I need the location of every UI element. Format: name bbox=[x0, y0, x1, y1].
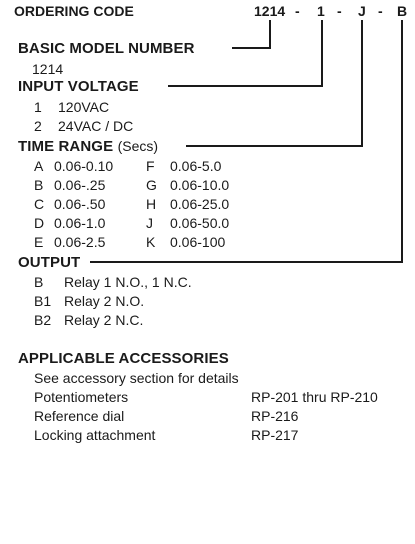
time-code: C bbox=[34, 196, 45, 212]
time-label: 0.06-0.10 bbox=[54, 158, 114, 174]
output-code: B2 bbox=[34, 312, 52, 328]
code-base-number: 1214 bbox=[254, 3, 286, 19]
accessory-part: RP-216 bbox=[251, 408, 299, 424]
time-range-heading: TIME RANGE bbox=[18, 138, 114, 155]
voltage-option-code: 2 bbox=[34, 118, 42, 134]
code-time-range: J bbox=[358, 3, 366, 19]
time-code: G bbox=[146, 177, 157, 193]
time-code: E bbox=[34, 234, 44, 250]
accessories-note: See accessory section for details bbox=[34, 370, 239, 386]
input-voltage-heading: INPUT VOLTAGE bbox=[18, 78, 139, 95]
time-code: J bbox=[146, 215, 153, 231]
time-label: 0.06-2.5 bbox=[54, 234, 106, 250]
time-label: 0.06-50.0 bbox=[170, 215, 230, 231]
code-separator: - bbox=[295, 3, 300, 19]
accessory-part: RP-201 thru RP-210 bbox=[251, 389, 378, 405]
accessories-heading: APPLICABLE ACCESSORIES bbox=[18, 350, 229, 367]
time-code: F bbox=[146, 158, 155, 174]
voltage-option-code: 1 bbox=[34, 99, 42, 115]
time-label: 0.06-10.0 bbox=[170, 177, 230, 193]
time-label: 0.06-25.0 bbox=[170, 196, 230, 212]
output-code: B bbox=[34, 274, 44, 290]
ordering-code-title: ORDERING CODE bbox=[14, 3, 134, 19]
output-label: Relay 2 N.O. bbox=[64, 293, 145, 309]
output-label: Relay 2 N.C. bbox=[64, 312, 144, 328]
time-label: 0.06-100 bbox=[170, 234, 226, 250]
voltage-option-label: 24VAC / DC bbox=[58, 118, 134, 134]
time-code: B bbox=[34, 177, 44, 193]
connector-output bbox=[90, 20, 403, 263]
time-code: A bbox=[34, 158, 44, 174]
time-range-unit: (Secs) bbox=[117, 138, 159, 154]
accessory-name: Locking attachment bbox=[34, 427, 156, 443]
time-code: D bbox=[34, 215, 45, 231]
accessory-name: Reference dial bbox=[34, 408, 125, 424]
basic-model-value: 1214 bbox=[32, 61, 64, 77]
code-separator: - bbox=[378, 3, 383, 19]
code-input-voltage: 1 bbox=[317, 3, 325, 19]
accessory-part: RP-217 bbox=[251, 427, 299, 443]
time-code: H bbox=[146, 196, 157, 212]
time-code: K bbox=[146, 234, 156, 250]
time-label: 0.06-1.0 bbox=[54, 215, 106, 231]
time-range-heading-row: TIME RANGE (Secs) bbox=[18, 138, 158, 156]
time-label: 0.06-.25 bbox=[54, 177, 106, 193]
output-heading: OUTPUT bbox=[18, 254, 81, 271]
time-label: 0.06-.50 bbox=[54, 196, 106, 212]
voltage-option-label: 120VAC bbox=[58, 99, 110, 115]
code-separator: - bbox=[337, 3, 342, 19]
output-code: B1 bbox=[34, 293, 52, 309]
connector-basic-model bbox=[232, 20, 271, 49]
connector-time-range bbox=[186, 20, 363, 147]
basic-model-heading: BASIC MODEL NUMBER bbox=[18, 40, 195, 57]
accessory-name: Potentiometers bbox=[34, 389, 129, 405]
time-label: 0.06-5.0 bbox=[170, 158, 222, 174]
connector-input-voltage bbox=[168, 20, 323, 87]
output-label: Relay 1 N.O., 1 N.C. bbox=[64, 274, 192, 290]
code-output: B bbox=[397, 3, 408, 19]
